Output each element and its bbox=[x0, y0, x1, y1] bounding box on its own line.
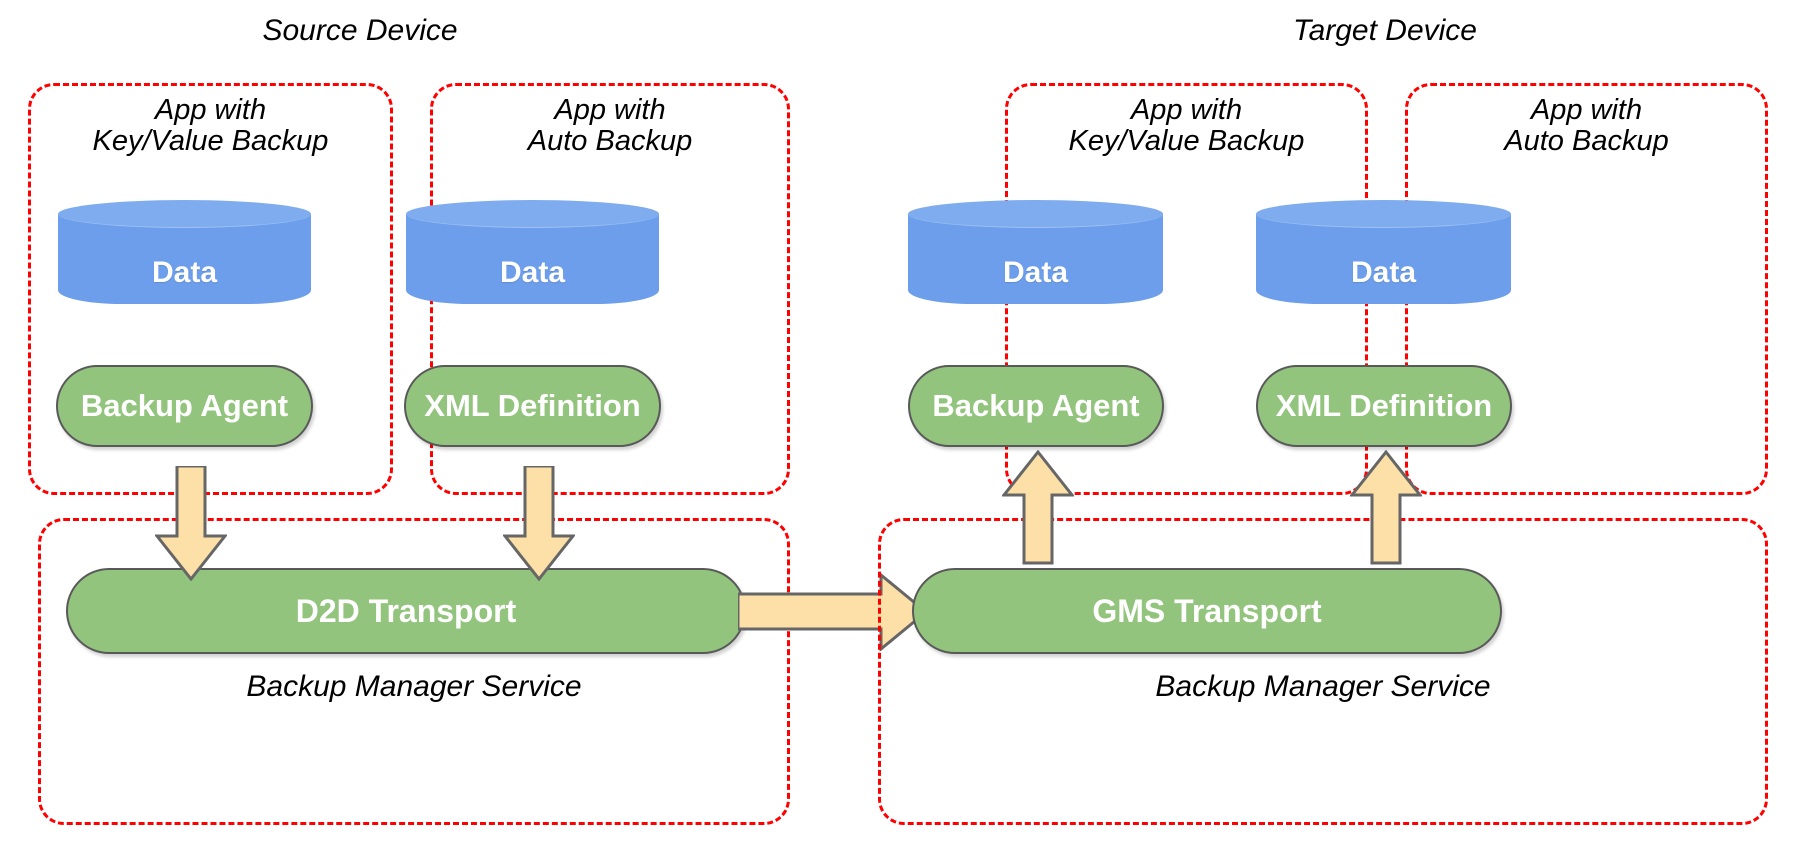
arrow-gms-to-backup-agent bbox=[1002, 450, 1074, 565]
source-app-auto-title: App with Auto Backup bbox=[527, 94, 693, 158]
source-backup-agent-capsule[interactable]: Backup Agent bbox=[56, 365, 313, 447]
source-app-keyvalue-data-label: Data bbox=[151, 256, 218, 289]
target-backup-agent-capsule[interactable]: Backup Agent bbox=[908, 365, 1164, 447]
target-xml-definition-capsule[interactable]: XML Definition bbox=[1256, 365, 1512, 447]
target-app-auto-title: App with Auto Backup bbox=[1504, 94, 1669, 158]
source-app-keyvalue-title: App with Key/Value Backup bbox=[92, 94, 329, 158]
cylinder-top bbox=[1256, 200, 1511, 228]
cylinder-top bbox=[406, 200, 659, 228]
arrow-backup-agent-to-d2d bbox=[155, 466, 227, 581]
arrow-gms-to-xml-definition bbox=[1350, 450, 1422, 565]
arrow-d2d-to-gms bbox=[738, 573, 928, 651]
source-backup-manager-service-box bbox=[38, 518, 790, 825]
target-device-title: Target Device bbox=[1293, 14, 1477, 47]
target-app-auto-data-label: Data bbox=[1350, 256, 1417, 289]
d2d-transport-capsule[interactable]: D2D Transport bbox=[66, 568, 746, 654]
source-app-auto-data-label: Data bbox=[499, 256, 566, 289]
target-backup-manager-service-label: Backup Manager Service bbox=[1155, 670, 1491, 703]
source-device-title: Source Device bbox=[262, 14, 458, 47]
target-app-keyvalue-data-cylinder: Data bbox=[908, 200, 1163, 304]
source-backup-manager-service-label: Backup Manager Service bbox=[246, 670, 582, 703]
source-xml-definition-capsule[interactable]: XML Definition bbox=[404, 365, 661, 447]
cylinder-top bbox=[908, 200, 1163, 228]
source-app-keyvalue-box bbox=[28, 83, 393, 495]
source-app-keyvalue-data-cylinder: Data bbox=[58, 200, 311, 304]
target-app-auto-data-cylinder: Data bbox=[1256, 200, 1511, 304]
target-app-keyvalue-data-label: Data bbox=[1002, 256, 1069, 289]
gms-transport-capsule[interactable]: GMS Transport bbox=[912, 568, 1502, 654]
arrow-xml-definition-to-d2d bbox=[503, 466, 575, 581]
cylinder-top bbox=[58, 200, 311, 228]
target-backup-manager-service-box bbox=[878, 518, 1768, 825]
target-app-keyvalue-title: App with Key/Value Backup bbox=[1068, 94, 1305, 158]
source-app-auto-data-cylinder: Data bbox=[406, 200, 659, 304]
